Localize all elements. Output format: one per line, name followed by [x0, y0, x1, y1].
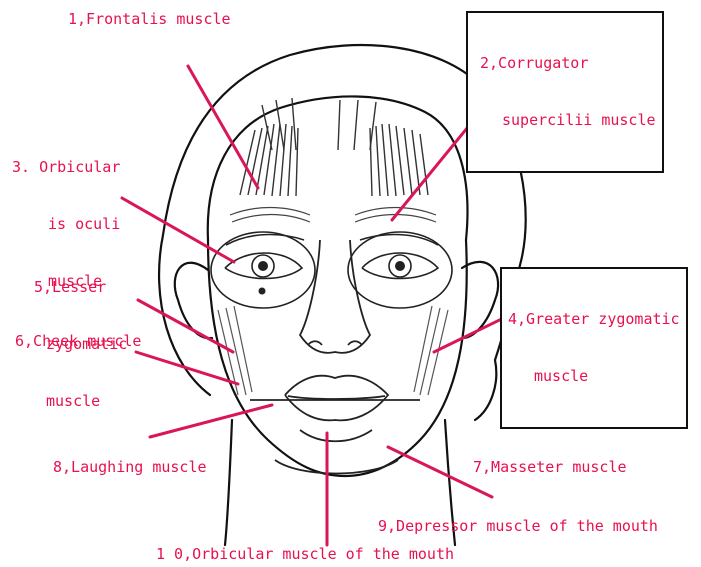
- label-lesser-zygomatic-line1: 5,Lesser: [34, 278, 127, 297]
- label-laughing: 8,Laughing muscle: [53, 458, 207, 477]
- label-lesser-zygomatic-line3: muscle: [34, 392, 127, 411]
- label-depressor: 9,Depressor muscle of the mouth: [378, 517, 658, 536]
- leader-6: [136, 352, 238, 384]
- leader-5: [138, 300, 233, 352]
- label-greater-zygomatic-box: 4,Greater zygomatic muscle: [500, 267, 688, 429]
- label-masseter: 7,Masseter muscle: [473, 458, 627, 477]
- label-corrugator-box: 2,Corrugator supercilii muscle: [466, 11, 664, 173]
- label-orbicular-mouth: 1 0,Orbicular muscle of the mouth: [156, 545, 454, 564]
- label-cheek: 6,Cheek muscle: [15, 332, 141, 351]
- label-orbicularis-line2: is oculi: [12, 215, 120, 234]
- neck-left: [225, 420, 232, 545]
- label-orbicularis-line1: 3. Orbicular: [12, 158, 120, 177]
- label-corrugator-line2: supercilii muscle: [474, 111, 656, 130]
- label-greater-zygomatic-line1: 4,Greater zygomatic: [508, 310, 680, 329]
- nose: [300, 240, 370, 353]
- label-frontalis: 1,Frontalis muscle: [68, 10, 231, 29]
- leader-8: [150, 405, 272, 437]
- left-ear: [175, 263, 212, 338]
- leader-3: [122, 198, 234, 262]
- label-greater-zygomatic-line2: muscle: [508, 367, 680, 386]
- label-corrugator-line1: 2,Corrugator: [474, 54, 656, 73]
